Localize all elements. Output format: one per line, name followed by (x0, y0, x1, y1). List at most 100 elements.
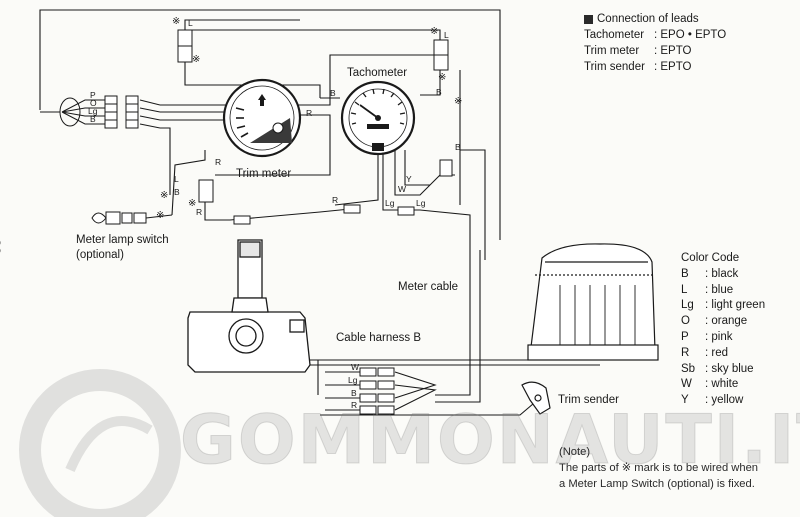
color-name: : blue (705, 283, 734, 296)
tacho-y-lead (404, 150, 430, 186)
page-number: 20 (0, 238, 4, 254)
lamp-switch-wire (171, 150, 206, 216)
outboard-engine (527, 243, 659, 361)
color-code-row: Lg : light green (681, 298, 765, 314)
watermark-text: GOMMONAUTI.IT (180, 401, 800, 481)
trim-meter-label: Trim meter (236, 168, 292, 180)
wire-code-labels: P O Lg B L L B B R B R L B R R Lg Lg W Y… (88, 18, 461, 410)
wire-code-b-tacho: B (330, 88, 336, 98)
legend-meter: Trim sender (584, 61, 645, 73)
cable-harness-label: Cable harness B (336, 332, 422, 344)
wire-code-r-harness: R (351, 400, 357, 410)
color-code-row: R : red (681, 346, 765, 362)
tacho-sender-wire (460, 149, 486, 260)
mark-3: ※ (430, 26, 438, 37)
color-name: : orange (705, 315, 748, 328)
color-code: R (681, 346, 690, 359)
connection-legend: Connection of leads Tachometer : EPO • E… (584, 11, 726, 75)
tacho-r-lead (334, 150, 379, 206)
mark-8: ※ (156, 210, 164, 221)
color-code: P (681, 330, 689, 343)
wire-code-w-harness: W (351, 362, 359, 372)
tacho-lg-lead (382, 150, 471, 245)
wire-code-w: W (398, 184, 406, 194)
color-name: : light green (705, 299, 766, 312)
wire-code-b-switch: B (174, 187, 180, 197)
color-code: Y (681, 394, 689, 407)
color-code-row: B : black (681, 267, 765, 283)
color-code: Sb (681, 362, 696, 375)
legend-leads: : EPTO (654, 45, 692, 57)
trim-meter-r-wire (215, 114, 331, 176)
wire-code-b-side: B (455, 142, 461, 152)
black-lead (160, 127, 171, 195)
top-blue-wire-2 (190, 29, 441, 40)
color-code: Lg (681, 299, 694, 312)
legend-meter: Trim meter (584, 45, 640, 57)
wire-code-r-mid: R (332, 195, 338, 205)
color-name: : sky blue (705, 362, 754, 375)
color-code-row: O: orange (681, 314, 765, 330)
mark-symbols: ※ ※ ※ ※ ※ ※ ※ ※ (156, 16, 462, 221)
wire-code-l-top: L (188, 18, 193, 28)
relay-right-wire (420, 70, 441, 96)
color-code-title: Color Code (681, 252, 740, 264)
color-code: B (681, 267, 689, 280)
trim-meter-gauge (222, 78, 302, 158)
color-code-row: W : white (681, 377, 765, 393)
meter-cable (435, 245, 471, 396)
note-line-2: a Meter Lamp Switch (optional) is fixed. (559, 478, 755, 490)
color-name: : yellow (705, 394, 744, 407)
tacho-top-wire (329, 54, 440, 90)
wire-code-lg: Lg (88, 106, 98, 116)
mark-5: ※ (454, 96, 462, 107)
color-name: : white (705, 378, 739, 391)
mark-4: ※ (438, 72, 446, 83)
note-block: (Note) The parts of ※ mark is to be wire… (559, 444, 758, 492)
harness-fan-in-2 (394, 384, 437, 411)
color-code-row: L : blue (681, 283, 765, 299)
meter-cable-2 (435, 250, 481, 403)
wire-code-lg-right: Lg (416, 198, 426, 208)
wiring-lines (39, 9, 600, 416)
meter-lamp-switch-label: Meter lamp switch (76, 234, 169, 246)
tachometer-gauge (340, 80, 416, 156)
mark-1: ※ (172, 16, 180, 27)
legend-meter: Tachometer (584, 29, 645, 41)
color-code-row: Sb : sky blue (681, 362, 765, 378)
optional-label: (optional) (76, 249, 124, 261)
legend-row: Trim sender : EPTO (584, 59, 726, 75)
left-connector-cluster (59, 95, 161, 129)
top-blue-wire (184, 19, 300, 30)
wire-code-lg-mid: Lg (385, 198, 395, 208)
wire-code-r-tm: R (306, 108, 312, 118)
mark-7: ※ (188, 198, 196, 209)
color-name: : pink (705, 330, 733, 343)
color-code: L (681, 283, 688, 296)
remote-control-box (187, 239, 311, 373)
relay-connectors (177, 29, 453, 415)
legend-row: Tachometer : EPO • EPTO (584, 27, 726, 43)
wire-code-p: P (90, 90, 96, 100)
note-line-1: The parts of ※ mark is to be wired when (559, 462, 759, 474)
note-title: (Note) (559, 446, 591, 458)
color-code: W (681, 378, 692, 391)
wire-code-l-right: L (444, 30, 449, 40)
legend-leads: : EPTO (654, 61, 692, 73)
wire-code-o: O (90, 98, 97, 108)
color-name: : red (705, 346, 729, 359)
wire-code-r-lower: R (196, 207, 202, 217)
trim-sender-label: Trim sender (558, 394, 619, 406)
color-name: : black (705, 267, 739, 280)
top-loop-wire (39, 9, 501, 240)
tachometer-label: Tachometer (347, 67, 408, 79)
wire-code-l-switch: L (174, 174, 179, 184)
mark-2: ※ (192, 54, 200, 65)
wire-code-r-switch: R (215, 157, 221, 167)
watermark-logo (19, 369, 181, 517)
color-code-row: Y : yellow (681, 393, 765, 409)
wire-code-b: B (90, 114, 96, 124)
mark-6: ※ (160, 190, 168, 201)
